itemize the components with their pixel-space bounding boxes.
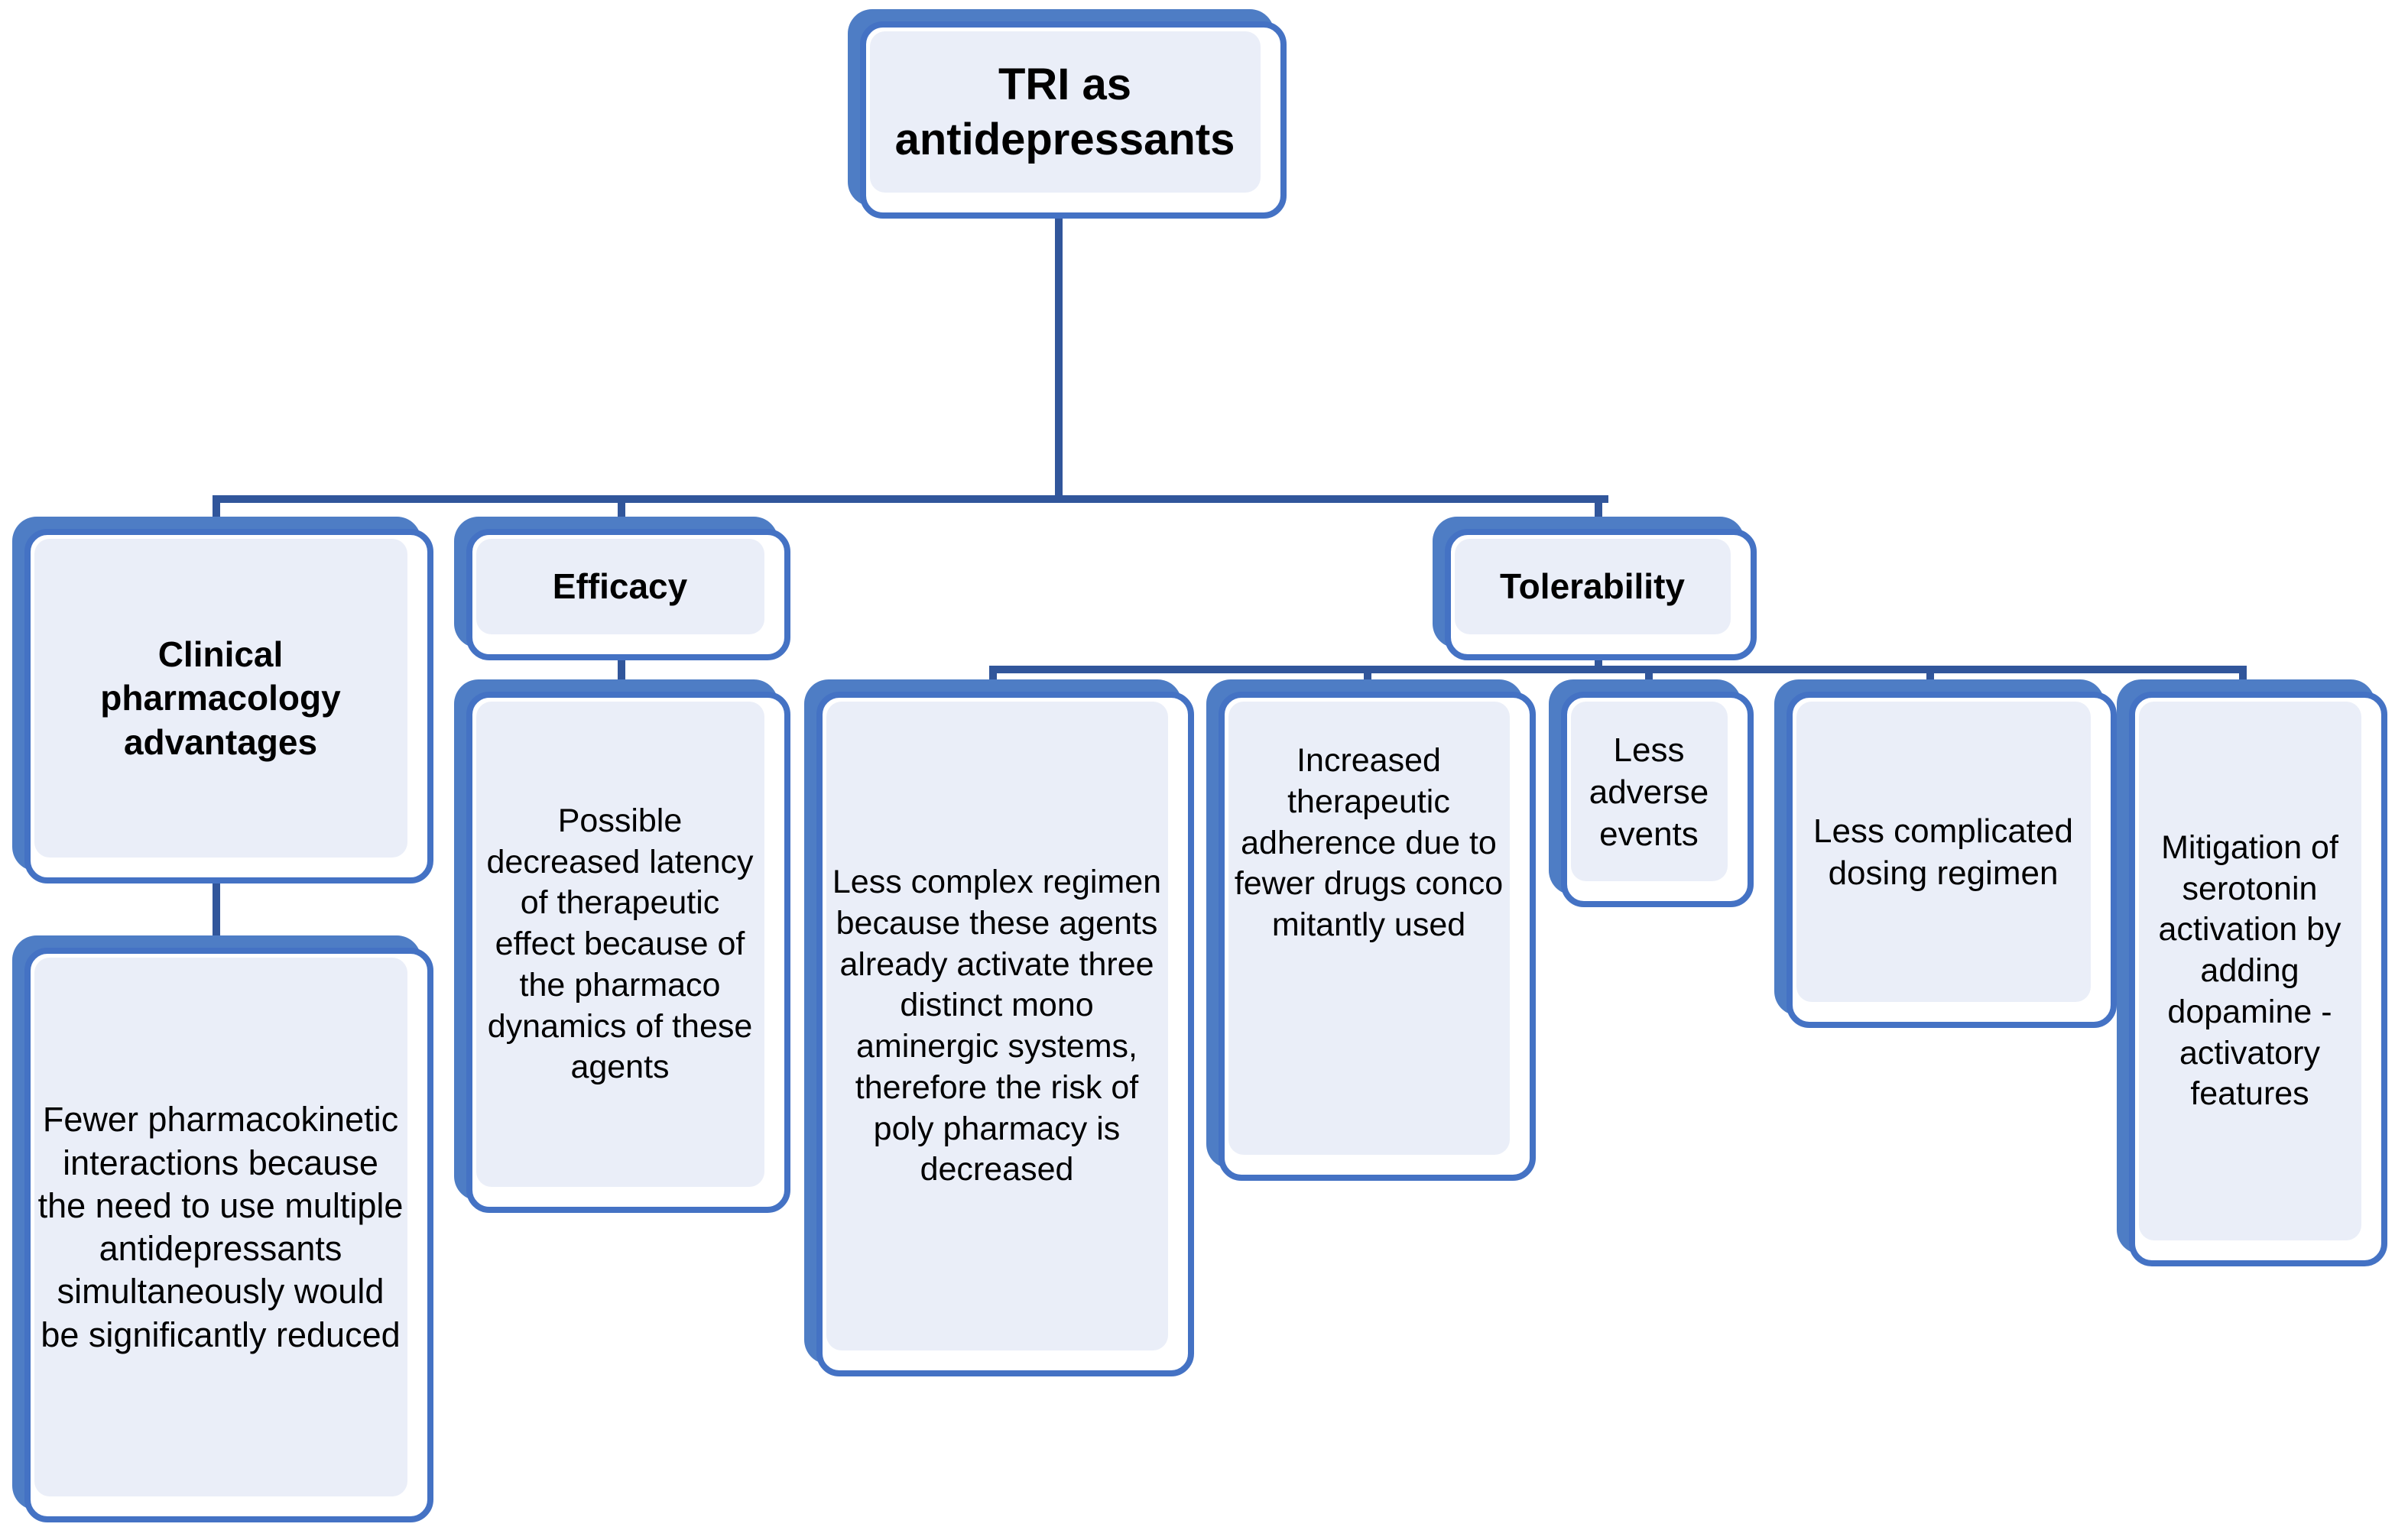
node-less-adverse-fill bbox=[1571, 702, 1728, 881]
node-possible-fill bbox=[476, 702, 764, 1187]
node-possible-box: Possible decreased latency of therapeuti… bbox=[466, 692, 790, 1213]
node-fewer-fill bbox=[34, 958, 407, 1496]
connector-root-trunk bbox=[1055, 214, 1063, 503]
node-increased-label: Increased therapeutic adherence due to f… bbox=[1234, 742, 1504, 943]
node-tolerability: Tolerability bbox=[1433, 517, 1757, 660]
node-increased-adherence: Increased therapeutic adherence due to f… bbox=[1206, 679, 1536, 1181]
node-tolerability-box: Tolerability bbox=[1445, 529, 1757, 660]
node-increased-fill bbox=[1228, 702, 1510, 1155]
node-clinical-box: Clinical pharmacology advantages bbox=[24, 529, 433, 883]
connector-stub-clinical bbox=[213, 495, 220, 532]
node-clinical-fill bbox=[34, 539, 407, 858]
node-mitigation-label: Mitigation of serotonin activation by ad… bbox=[2158, 828, 2341, 1113]
node-possible-decreased-latency: Possible decreased latency of therapeuti… bbox=[454, 679, 790, 1213]
node-root-box: TRI as antidepressants bbox=[860, 21, 1287, 219]
node-increased-box: Increased therapeutic adherence due to f… bbox=[1219, 692, 1536, 1181]
node-fewer-interactions: Fewer pharmacokinetic interactions becau… bbox=[12, 935, 433, 1522]
node-less-adverse-events: Less adverse events bbox=[1549, 679, 1754, 907]
node-less-adverse-label: Less adverse events bbox=[1589, 731, 1709, 853]
connector-tolerability-trunk bbox=[1595, 656, 1602, 671]
node-less-complex-fill bbox=[826, 702, 1168, 1350]
connector-stub-tolerability bbox=[1595, 495, 1602, 532]
node-less-complicated-dosing: Less complicated dosing regimen bbox=[1774, 679, 2117, 1028]
node-tolerability-label: Tolerability bbox=[1500, 566, 1685, 607]
node-less-complex-box: Less complex regimen because these agent… bbox=[816, 692, 1194, 1376]
node-less-complex-label: Less complex regimen because these agent… bbox=[832, 864, 1162, 1188]
node-mitigation-fill bbox=[2139, 702, 2361, 1240]
connector-level2-bar bbox=[989, 666, 2247, 673]
node-mitigation-serotonin: Mitigation of serotonin activation by ad… bbox=[2117, 679, 2387, 1266]
connector-efficacy-possible bbox=[618, 656, 625, 698]
node-clinical-label: Clinical pharmacology advantages bbox=[100, 634, 341, 762]
connector-level1-bar bbox=[213, 495, 1608, 503]
node-root-label: TRI as antidepressants bbox=[894, 59, 1235, 165]
node-mitigation-box: Mitigation of serotonin activation by ad… bbox=[2129, 692, 2387, 1266]
node-less-complicated-fill bbox=[1796, 702, 2091, 1002]
node-less-complicated-label: Less complicated dosing regimen bbox=[1813, 812, 2073, 892]
node-efficacy: Efficacy bbox=[454, 517, 790, 660]
node-less-adverse-box: Less adverse events bbox=[1561, 692, 1754, 907]
connector-stub-efficacy bbox=[618, 495, 625, 532]
node-fewer-box: Fewer pharmacokinetic interactions becau… bbox=[24, 948, 433, 1522]
node-clinical-pharmacology: Clinical pharmacology advantages bbox=[12, 517, 433, 883]
node-root: TRI as antidepressants bbox=[848, 9, 1287, 219]
node-less-complex-regimen: Less complex regimen because these agent… bbox=[804, 679, 1194, 1376]
node-efficacy-box: Efficacy bbox=[466, 529, 790, 660]
node-efficacy-label: Efficacy bbox=[552, 566, 688, 607]
node-fewer-label: Fewer pharmacokinetic interactions becau… bbox=[37, 1100, 404, 1354]
node-less-complicated-box: Less complicated dosing regimen bbox=[1787, 692, 2117, 1028]
node-root-fill bbox=[870, 31, 1261, 193]
node-possible-label: Possible decreased latency of therapeuti… bbox=[486, 802, 754, 1086]
connector-clinical-fewer bbox=[213, 879, 220, 955]
node-tolerability-fill bbox=[1455, 539, 1731, 634]
node-efficacy-fill bbox=[476, 539, 764, 634]
